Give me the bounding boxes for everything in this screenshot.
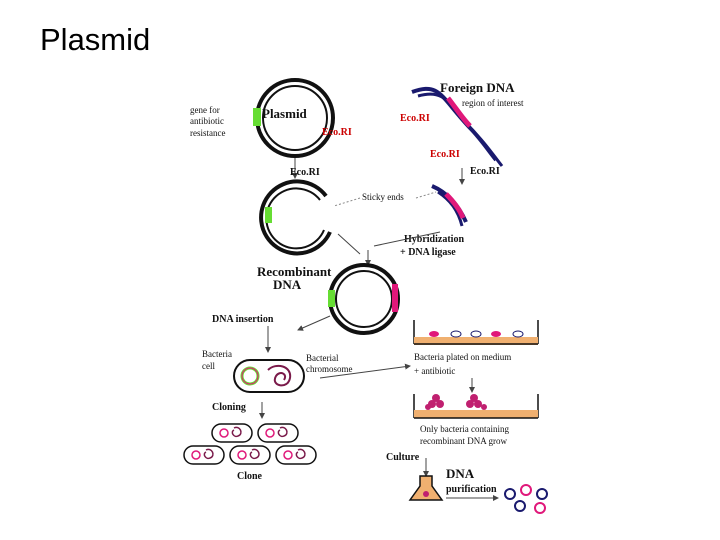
label-bacterial: Bacterial <box>306 353 339 363</box>
label-resistance: resistance <box>190 128 225 138</box>
cut-foreign-fragment <box>431 184 468 227</box>
label-dna-ligase: + DNA ligase <box>400 247 456 258</box>
petri-dish-medium <box>413 320 539 345</box>
label-plated-2: + antibiotic <box>414 366 455 376</box>
label-ecori-cut-foreign: Eco.RI <box>470 166 500 177</box>
label-bacteria: Bacteria <box>202 349 232 359</box>
label-recombinant-dna: DNA <box>273 277 302 292</box>
label-dna-purif-1: DNA <box>446 466 475 481</box>
label-dna-purif-2: purification <box>446 484 497 495</box>
label-plated-1: Bacteria plated on medium <box>414 352 511 362</box>
label-region-of-interest: region of interest <box>462 98 524 108</box>
label-only-2: recombinant DNA grow <box>420 436 507 446</box>
label-ecori-foreign-1: Eco.RI <box>400 113 430 124</box>
label-gene-for: gene for <box>190 105 220 115</box>
resistance-gene-mark <box>253 108 261 126</box>
cloned-cells <box>183 423 317 465</box>
label-cloning: Cloning <box>212 402 246 413</box>
label-antibiotic: antibiotic <box>190 116 224 126</box>
petri-dish-selected <box>413 394 539 419</box>
foreign-dna-strands <box>411 86 504 167</box>
label-hybridization: Hybridization <box>404 234 464 245</box>
label-ecori-plasmid: Eco.RI <box>322 127 352 138</box>
bacteria-cell <box>233 359 305 393</box>
label-dna-insertion: DNA insertion <box>212 314 274 325</box>
label-cell: cell <box>202 361 215 371</box>
label-chromosome: chromosome <box>306 364 353 374</box>
label-foreign-dna: Foreign DNA <box>440 80 515 95</box>
label-ecori-foreign-2: Eco.RI <box>430 149 460 160</box>
plasmid-circle <box>253 78 335 158</box>
label-only-1: Only bacteria containing <box>420 424 509 434</box>
label-plasmid: Plasmid <box>262 106 308 121</box>
label-recombinant: Recombinant <box>257 264 332 279</box>
purified-plasmids <box>504 484 548 514</box>
label-clone: Clone <box>237 471 263 482</box>
slide-title: Plasmid <box>40 22 151 57</box>
culture-flask <box>408 475 444 501</box>
label-culture: Culture <box>386 452 420 463</box>
recombinant-plasmid <box>328 263 400 335</box>
label-sticky-ends: Sticky ends <box>362 192 404 202</box>
cut-plasmid <box>259 179 332 256</box>
label-ecori-cut-plasmid: Eco.RI <box>290 167 320 178</box>
